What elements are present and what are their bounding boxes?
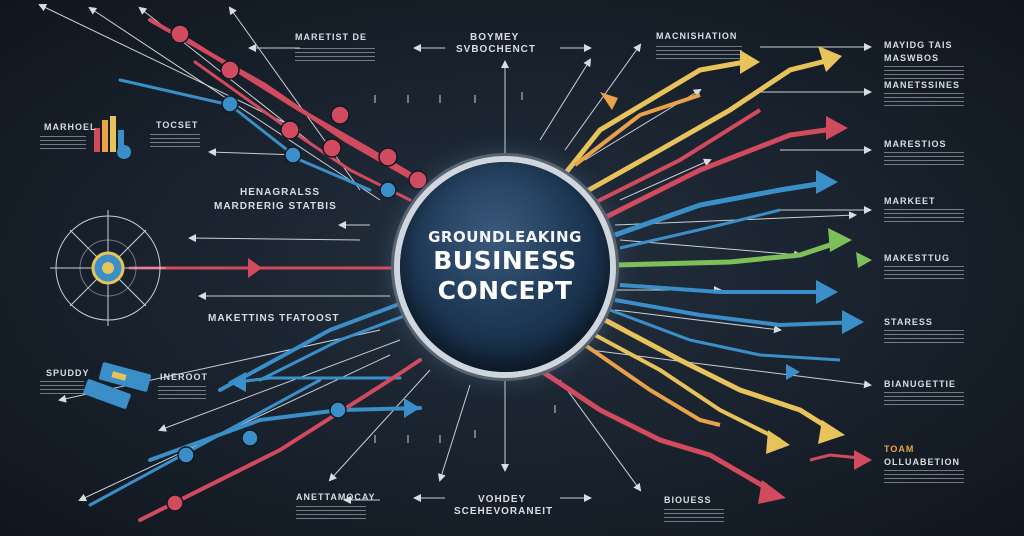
label-r8-a: TOAM [884,444,915,454]
label-bottom-left: ANETTAMOCAY [296,492,376,502]
hub-title-line1: GROUNDLEAKING [428,228,582,246]
right-ribbons [538,57,861,493]
label-left-bottom-b-text [158,386,206,400]
label-left-top-b: TOCSET [156,120,199,130]
bar-chart-icon [94,116,131,159]
label-r4-text [884,209,964,223]
label-r4: MARKEET [884,196,936,206]
central-hub: GROUNDLEAKING BUSINESS CONCEPT [400,162,610,372]
label-bottom-right: BIOUESS [664,495,712,505]
label-bottom-right-text [664,509,724,523]
label-top-right: MACNISHATION [656,31,738,41]
tick-marks [374,92,556,443]
label-r1-text [884,66,964,80]
label-left-top-a-text [40,136,86,150]
label-r1-a: MAYIDG TAIS [884,40,953,50]
label-mid-left-b: MARDRERIG STATBIS [214,201,337,212]
label-r5-text [884,266,964,280]
device-icons [83,362,152,409]
label-top-left-text [295,48,375,62]
label-top-center-b: SVBOCHENCT [456,44,537,55]
label-left-bottom-a-text [40,381,84,395]
label-top-right-text [656,46,742,60]
label-r1-b: MASWBOS [884,53,939,63]
hub-title-line3: CONCEPT [437,276,573,305]
label-r2-text [884,93,964,107]
label-bottom-center-a: VOHDEY [478,494,527,505]
left-ribbon-heads [228,258,420,418]
label-left-top-b-text [150,134,200,148]
radar-center-icon [91,251,125,285]
label-r7-text [884,392,964,406]
label-r5: MAKESTTUG [884,253,950,263]
label-bottom-center-b: SCEHEVORANEIT [454,506,554,517]
label-r6-text [884,330,964,344]
label-r8-text [884,470,964,484]
label-bottom-left-text [296,506,366,520]
label-left-top-a: MARHOEL [44,122,97,132]
label-r7: BIANUGETTIE [884,379,957,389]
label-top-center-a: BOYMEY [470,32,520,43]
label-left-mid: MAKETTINS TFATOOST [208,313,340,324]
left-ribbon-nodes [166,24,428,512]
label-left-bottom-b: INEROOT [160,372,209,382]
label-r8-b: OLLUABETION [884,457,960,467]
label-top-left: MARETIST DE [295,32,368,42]
label-left-bottom-a: SPUDDY [46,368,90,378]
label-r3-text [884,152,964,166]
right-ribbon-heads [600,46,872,504]
label-r3: MARESTIOS [884,139,947,149]
hub-title-line2: BUSINESS [433,246,577,275]
label-r2: MANETSSINES [884,80,961,90]
label-mid-left-a: HENAGRALSS [240,187,321,198]
label-r6: STARESS [884,317,933,327]
